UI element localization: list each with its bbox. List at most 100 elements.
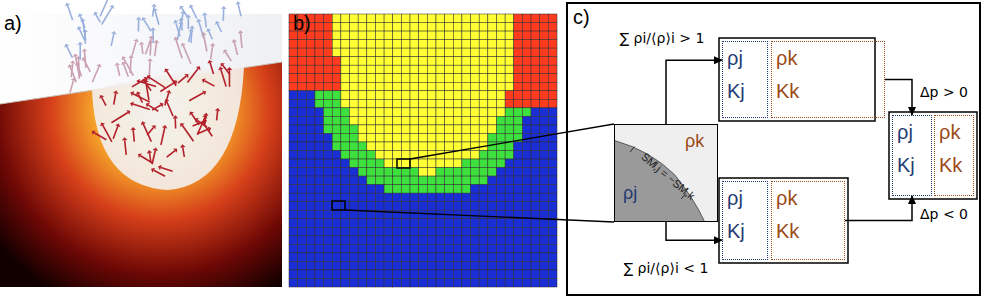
grid-cell [350,99,359,108]
grid-cell [332,99,341,108]
velocity-arrow [155,43,157,56]
grid-cell [419,185,428,194]
grid-cell [306,133,315,142]
grid-cell [384,82,393,91]
grid-cell [289,82,298,91]
grid-cell [453,40,462,49]
grid-cell [479,227,488,236]
velocity-arrowhead [173,80,177,85]
grid-cell [384,14,393,23]
grid-cell [471,176,480,185]
velocity-arrowhead [189,26,195,29]
grid-cell [427,278,436,287]
grid-cell [453,168,462,177]
grid-cell [514,108,523,117]
grid-cell [332,278,341,287]
grid-cell [298,210,307,219]
grid-cell [548,193,557,202]
grid-cell [548,108,557,117]
velocity-arrow [241,33,243,48]
grid-cell [496,176,505,185]
grid-cell [358,227,367,236]
grid-cell [367,133,376,142]
grid-cell [462,202,471,211]
grid-cell [496,99,505,108]
velocity-arrow [100,0,108,17]
velocity-arrowhead [130,91,134,96]
grid-cell [332,91,341,100]
grid-cell [505,40,514,49]
velocity-arrowhead [92,130,96,135]
grid-cell [410,65,419,74]
grid-cell [393,116,402,125]
grid-cell [306,40,315,49]
grid-cell [505,82,514,91]
grid-cell [393,23,402,32]
grid-cell [384,65,393,74]
grid-cell [367,23,376,32]
grid-cell [350,202,359,211]
velocity-arrow [191,7,197,18]
grid-cell [505,116,514,125]
grid-cell [522,168,531,177]
grid-cell [548,48,557,57]
velocity-arrowhead [148,36,153,40]
grid-cell [341,210,350,219]
grid-cell [298,278,307,287]
grid-cell [522,202,531,211]
grid-cell [401,57,410,66]
grid-cell [298,65,307,74]
panel-label: b) [293,12,311,35]
grid-cell [445,57,454,66]
grid-cell [540,227,549,236]
grid-cell [315,151,324,160]
grid-cell [332,151,341,160]
grid-cell [427,91,436,100]
grid-cell [298,253,307,262]
grid-cell [384,91,393,100]
grid-cell [419,48,428,57]
grid-cell [419,219,428,228]
grid-cell [548,151,557,160]
density-label: ρk [685,131,704,152]
grid-cell [522,65,531,74]
phase-cell: ρkKk [771,41,885,118]
grid-cell [462,108,471,117]
grid-cell [341,142,350,151]
grid-cell [358,159,367,168]
grid-cell [436,219,445,228]
grid-cell [427,14,436,23]
grid-cell [419,82,428,91]
grid-cell [306,261,315,270]
grid-cell [401,151,410,160]
grid-cell [315,270,324,279]
grid-cell [436,91,445,100]
state-box [719,38,875,121]
grid-cell [419,253,428,262]
grid-cell [375,99,384,108]
velocity-arrowhead [201,32,207,36]
grid-cell [350,278,359,287]
grid-cell [471,31,480,40]
grid-cell [350,82,359,91]
grid-cell [375,40,384,49]
velocity-arrow [160,82,174,91]
grid-cell [375,151,384,160]
grid-cell [453,14,462,23]
condition-label: ∑ ρi/⟨ρ⟩i < 1 [622,260,711,276]
grid-cell [358,236,367,245]
grid-cell [436,244,445,253]
grid-cell [540,261,549,270]
grid-cell [367,40,376,49]
grid-cell [410,219,419,228]
velocity-arrowhead [138,153,142,158]
grid-cell [358,23,367,32]
grid-cell [384,48,393,57]
grid-cell [306,48,315,57]
grid-cell [341,40,350,49]
grid-cell [410,125,419,134]
grid-cell [350,65,359,74]
grid-cell [358,65,367,74]
grid-cell [419,23,428,32]
grid-cell [505,99,514,108]
